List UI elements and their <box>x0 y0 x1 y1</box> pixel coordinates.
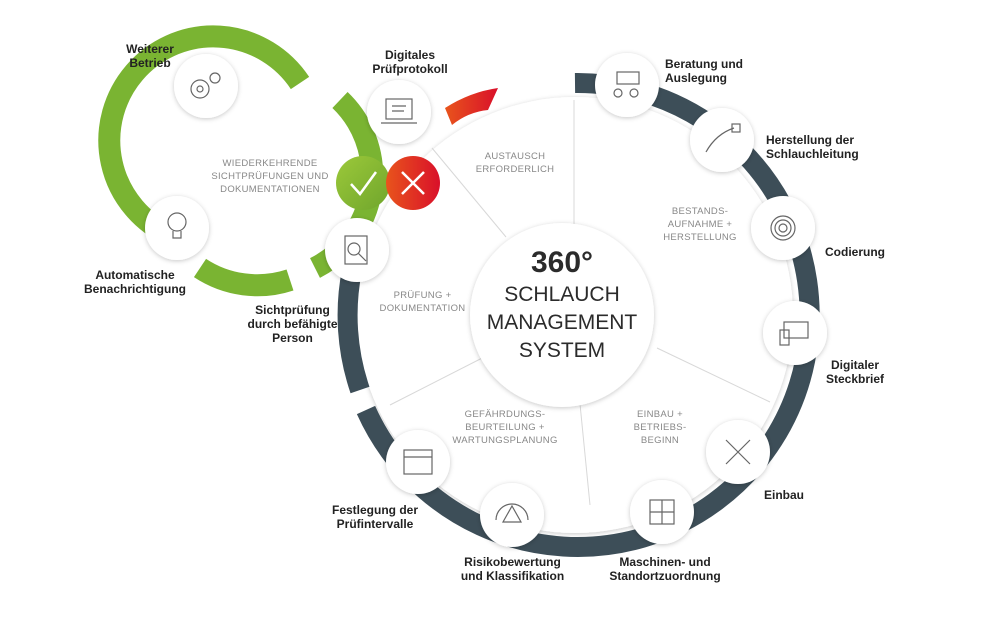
text: Digitales <box>384 48 435 62</box>
segment-pruefung: PRÜFUNG + DOKUMENTATION <box>370 289 475 315</box>
text: GEFÄHRDUNGS- <box>464 409 546 420</box>
chat-people-icon-circle <box>595 53 659 117</box>
lightbulb-icon-circle <box>145 196 209 260</box>
text: Maschinen- und <box>619 555 711 569</box>
text: BESTANDS- <box>671 206 729 217</box>
text: und Klassifikation <box>460 569 565 583</box>
check-button <box>336 156 390 210</box>
text: Steckbrief <box>825 372 885 386</box>
center-disc <box>470 223 654 407</box>
text: AUSTAUSCH <box>484 151 546 162</box>
text: Prüfprotokoll <box>372 62 448 76</box>
devices-icon-circle <box>763 301 827 365</box>
text: AUFNAHME + <box>667 219 733 230</box>
text: HERSTELLUNG <box>663 232 737 243</box>
search-document-icon <box>344 235 368 265</box>
document-laptop-icon-circle <box>367 80 431 144</box>
text: DOKUMENTATION <box>379 303 466 314</box>
gears-icon-circle <box>174 54 238 118</box>
text: Prüfintervalle <box>336 517 414 531</box>
segment-austausch: AUSTAUSCH ERFORDERLICH <box>460 150 570 176</box>
text: Standortzuordnung <box>609 569 721 583</box>
center-title: 360° SCHLAUCH MANAGEMENT SYSTEM <box>472 245 652 365</box>
text: Festlegung der <box>331 503 418 517</box>
text: Auslegung <box>665 71 727 85</box>
text: ERFORDERLICH <box>475 164 555 175</box>
search-document-icon-circle <box>325 218 389 282</box>
text: Sichtprüfung <box>255 303 330 317</box>
check-icon <box>350 171 378 196</box>
chat-people-icon <box>613 71 640 98</box>
text: durch befähigte <box>247 317 338 331</box>
warning-gauge-icon-circle <box>480 483 544 547</box>
text: Herstellung der <box>766 133 855 147</box>
main-ring-left <box>337 268 370 394</box>
label-codierung: Codierung <box>825 245 885 259</box>
segment-wiederkehrend: WIEDERKEHRENDE SICHTPRÜFUNGEN UND DOKUMENT… <box>200 157 340 196</box>
lightbulb-icon <box>167 212 187 239</box>
text: BETRIEBS- <box>633 422 687 433</box>
puzzle-icon <box>649 499 675 525</box>
text: Digitaler <box>830 358 879 372</box>
title-line3: SYSTEM <box>518 339 606 362</box>
text: EINBAU + <box>637 409 683 420</box>
text: PRÜFUNG + <box>393 290 452 301</box>
text: Einbau <box>764 488 805 502</box>
hose-icon <box>705 123 741 153</box>
label-einbau: Einbau <box>764 488 804 502</box>
title-360: 360° <box>530 246 594 279</box>
calendar-icon <box>403 449 433 475</box>
text: WIEDERKEHRENDE <box>222 158 318 169</box>
fingerprint-icon <box>770 215 796 241</box>
title-line1: SCHLAUCH <box>504 283 620 306</box>
devices-icon <box>779 321 809 346</box>
text: Automatische <box>95 268 175 282</box>
calendar-icon-circle <box>386 430 450 494</box>
fingerprint-icon-circle <box>751 196 815 260</box>
segment-bestand: BESTANDS- AUFNAHME + HERSTELLUNG <box>650 205 750 244</box>
text: Betrieb <box>129 56 171 70</box>
text: Codierung <box>825 245 885 259</box>
segment-dividers <box>389 100 771 506</box>
red-arrow <box>445 88 498 125</box>
warning-gauge-icon <box>495 503 529 523</box>
title-line2: MANAGEMENT <box>486 311 638 334</box>
text: WARTUNGSPLANUNG <box>452 435 558 446</box>
text: DOKUMENTATIONEN <box>220 184 320 195</box>
gears-icon <box>190 72 221 99</box>
text: BEGINN <box>640 435 680 446</box>
tools-icon <box>725 439 751 465</box>
text: Beratung und <box>665 57 743 71</box>
text: Benachrichtigung <box>83 282 186 296</box>
text: Weiterer <box>126 42 174 56</box>
document-laptop-icon <box>381 98 417 124</box>
text: Person <box>272 331 313 345</box>
segment-gefaehrdung: GEFÄHRDUNGS- BEURTEILUNG + WARTUNGSPLANUNG <box>445 408 565 447</box>
text: Risikobewertung <box>464 555 561 569</box>
segment-einbau: EINBAU + BETRIEBS- BEGINN <box>610 408 710 447</box>
text: SICHTPRÜFUNGEN UND <box>211 171 329 182</box>
text: BEURTEILUNG + <box>465 422 545 433</box>
text: Schlauchleitung <box>766 147 859 161</box>
hose-icon-circle <box>690 108 754 172</box>
x-icon <box>401 171 425 195</box>
